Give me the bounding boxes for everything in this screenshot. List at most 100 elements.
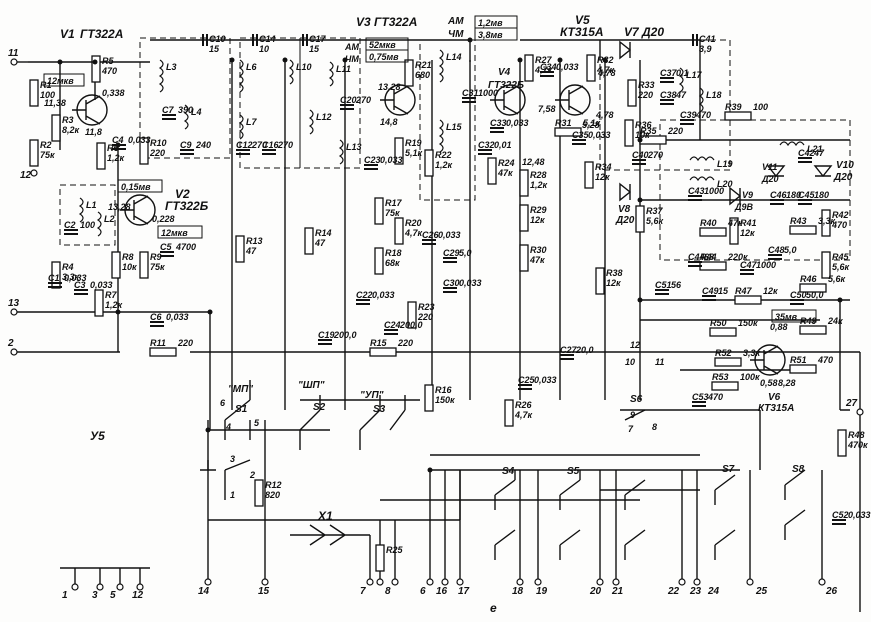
level-v2-out: 12мкв: [161, 228, 188, 238]
resistor-r23-ref: R23: [418, 302, 435, 312]
term-b-5: 5: [110, 590, 116, 601]
capacitor-c27: [560, 354, 574, 360]
capacitor-c35: [572, 139, 586, 145]
capacitor-c24-ref: C24: [384, 320, 401, 330]
volt-v5-base: 4,78: [595, 110, 614, 120]
resistor-r39-value: 100: [753, 102, 768, 112]
resistor-r11-value: 220: [177, 338, 193, 348]
s8-ref: S8: [792, 464, 805, 475]
resistor-r32: [586, 54, 596, 82]
capacitor-c42-value: 47: [813, 148, 825, 158]
labels: V1 ГТ322А V2 ГТ322Б V3 ГТ322А V4 ГТ322Б …: [7, 13, 858, 615]
capacitor-c9-ref: C9: [180, 140, 192, 150]
am-label: АМ: [447, 16, 464, 27]
resistor-r38-ref: R38: [606, 268, 623, 278]
resistor-r45-value: 5,6к: [832, 262, 850, 272]
resistor-r43-value: 3,3к: [818, 216, 836, 226]
capacitor-c17-ref: C17: [309, 34, 327, 44]
switch-s2[interactable]: [299, 395, 321, 450]
transistor-v4: [490, 84, 526, 116]
contact-1: 1: [230, 490, 235, 500]
resistor-r44-value: 220к: [727, 252, 748, 262]
resistor-r30: [519, 244, 529, 272]
capacitor-c41-ref: C41: [699, 34, 716, 44]
switch-s7[interactable]: [714, 474, 736, 560]
capacitor-c2-ref: C2: [64, 220, 76, 230]
resistor-r41-ref: R41: [740, 218, 757, 228]
resistor-r10-ref: R10: [150, 138, 167, 148]
capacitor-c16-ref: C16: [262, 140, 280, 150]
capacitor-c32: [478, 149, 492, 155]
resistor-r31-ref: R31: [555, 118, 572, 128]
v4-type: ГТ322Б: [488, 80, 524, 91]
capacitor-c10: [202, 34, 208, 46]
resistor-r41: [729, 217, 739, 245]
resistor-r32-value: 4,7к: [596, 65, 615, 75]
capacitor-c26-value: 0,033: [438, 230, 461, 240]
s1-ref: S1: [235, 404, 248, 415]
resistor-r45-ref: R45: [832, 252, 850, 262]
capacitor-c52: [832, 519, 846, 525]
switch-s6[interactable]: [624, 409, 646, 560]
transistors: [72, 84, 786, 376]
volt-v2-base: 13,28: [108, 202, 131, 212]
resistor-r33-value: 220: [637, 90, 653, 100]
resistor-r52-value: 3,3к: [743, 348, 761, 358]
resistor-r24-value: 47к: [497, 168, 513, 178]
resistor-r53: [711, 381, 739, 391]
volt-v5-collector: 4,78: [597, 68, 616, 78]
capacitor-c19-ref: C19: [318, 330, 335, 340]
capacitor-c37: [660, 77, 674, 83]
coil-l14: [438, 49, 444, 83]
contact-5: 5: [254, 418, 260, 428]
resistor-r3-value: 8,2к: [62, 125, 80, 135]
switch-s3[interactable]: [359, 395, 406, 450]
switch-s8[interactable]: [784, 469, 806, 540]
resistor-r1-ref: R1: [40, 80, 52, 90]
resistor-r11-ref: R11: [150, 338, 166, 348]
switch-s1[interactable]: [224, 380, 251, 500]
capacitor-c30: [443, 287, 457, 293]
term-b-25: 25: [755, 586, 768, 597]
capacitor-c44: [688, 261, 702, 267]
switch-s4[interactable]: [494, 470, 516, 560]
capacitor-c22-value: 0,033: [372, 290, 395, 300]
resistor-r3: [51, 114, 61, 142]
contact-8: 8: [652, 422, 657, 432]
coil-l18: [698, 87, 704, 113]
v7-ref: V7: [624, 25, 640, 39]
coil-l7: [238, 114, 244, 140]
resistor-r42-value: 470: [831, 220, 847, 230]
coil-l20: [689, 176, 715, 182]
capacitor-c5-ref: C5: [160, 242, 172, 252]
volt-v1-emitter: 11,8: [85, 127, 102, 137]
coil-l20-ref: L20: [717, 179, 733, 189]
switch-s5[interactable]: [559, 470, 581, 560]
resistor-r51: [789, 364, 817, 374]
resistor-r48: [837, 429, 847, 457]
resistor-r8-value: 10к: [122, 262, 137, 272]
capacitor-c41-value: 3,9: [699, 44, 712, 54]
coil-l13: [338, 139, 344, 165]
coil-l2-ref: L2: [104, 214, 115, 224]
resistor-r34-value: 12к: [595, 172, 610, 182]
capacitor-c16: [262, 149, 276, 155]
coil-l10-ref: L10: [296, 62, 312, 72]
resistor-r2-ref: R2: [40, 140, 52, 150]
term-13: 13: [8, 298, 20, 309]
coil-l21: [779, 141, 805, 147]
coil-l15: [438, 119, 444, 153]
v8-type: Д20: [615, 215, 635, 226]
capacitor-c50-ref: C50: [790, 290, 807, 300]
contact-11: 11: [655, 357, 664, 367]
capacitor-c46-value: 180: [786, 190, 801, 200]
coil-l19: [689, 156, 715, 162]
resistor-r44: [699, 261, 727, 271]
resistor-r42: [821, 209, 831, 237]
s5-ref: S5: [567, 466, 580, 477]
capacitor-c3-ref: C3: [74, 280, 86, 290]
resistor-r29-value: 12к: [530, 215, 545, 225]
v8-ref: V8: [618, 204, 631, 215]
diode-v7: [619, 40, 632, 60]
resistor-r21-value: 680: [415, 70, 430, 80]
